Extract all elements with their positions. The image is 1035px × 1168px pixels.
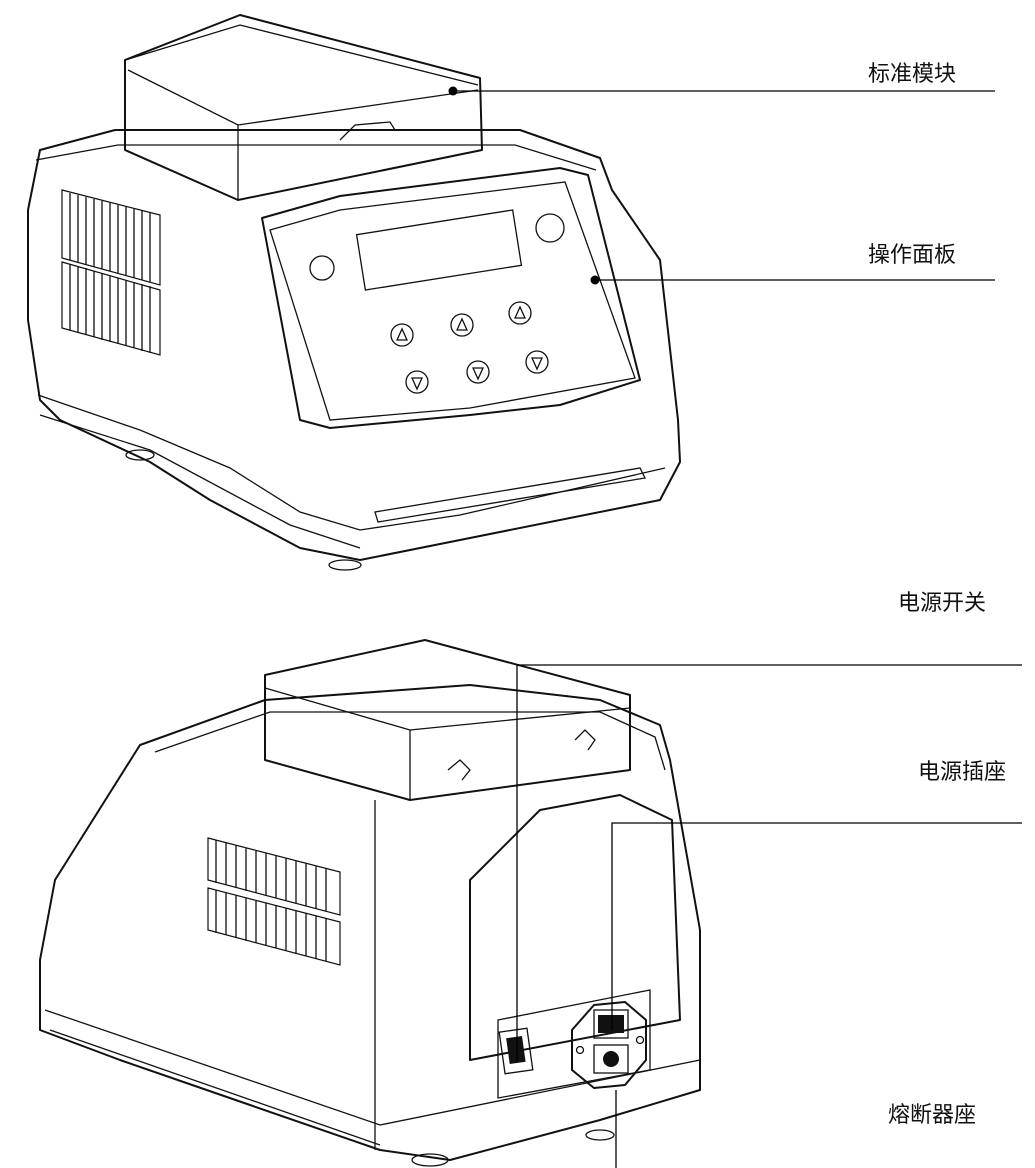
label-power-socket: 电源插座 xyxy=(918,760,1006,785)
iec-socket-icon xyxy=(571,1001,647,1089)
arrow-up-button-icon xyxy=(450,313,474,337)
rear-module-block xyxy=(264,639,631,801)
rear-connector-panel xyxy=(469,794,681,1099)
arrow-up-button-icon xyxy=(390,323,414,347)
leader-lines xyxy=(453,90,1022,1168)
rear-view xyxy=(39,639,701,1167)
standard-module-block xyxy=(124,14,483,201)
rear-side-vent xyxy=(207,837,341,966)
arrow-down-button-icon xyxy=(466,360,490,384)
label-operation-panel: 操作面板 xyxy=(868,243,956,268)
power-switch-icon xyxy=(498,1027,534,1075)
front-view xyxy=(27,14,681,571)
arrow-down-button-icon xyxy=(525,350,549,374)
rear-body xyxy=(39,684,701,1161)
lcd-display-icon xyxy=(355,209,523,291)
arrow-up-button-icon xyxy=(508,301,532,325)
label-power-switch: 电源开关 xyxy=(898,591,986,616)
operation-panel-face xyxy=(261,167,641,429)
left-round-button xyxy=(309,255,335,281)
front-side-vent xyxy=(61,189,161,356)
arrow-down-button-icon xyxy=(405,370,429,394)
label-standard-module: 标准模块 xyxy=(868,62,956,87)
right-round-button xyxy=(535,213,565,243)
label-fuse-holder: 熔断器座 xyxy=(888,1103,976,1128)
front-body xyxy=(27,129,681,561)
